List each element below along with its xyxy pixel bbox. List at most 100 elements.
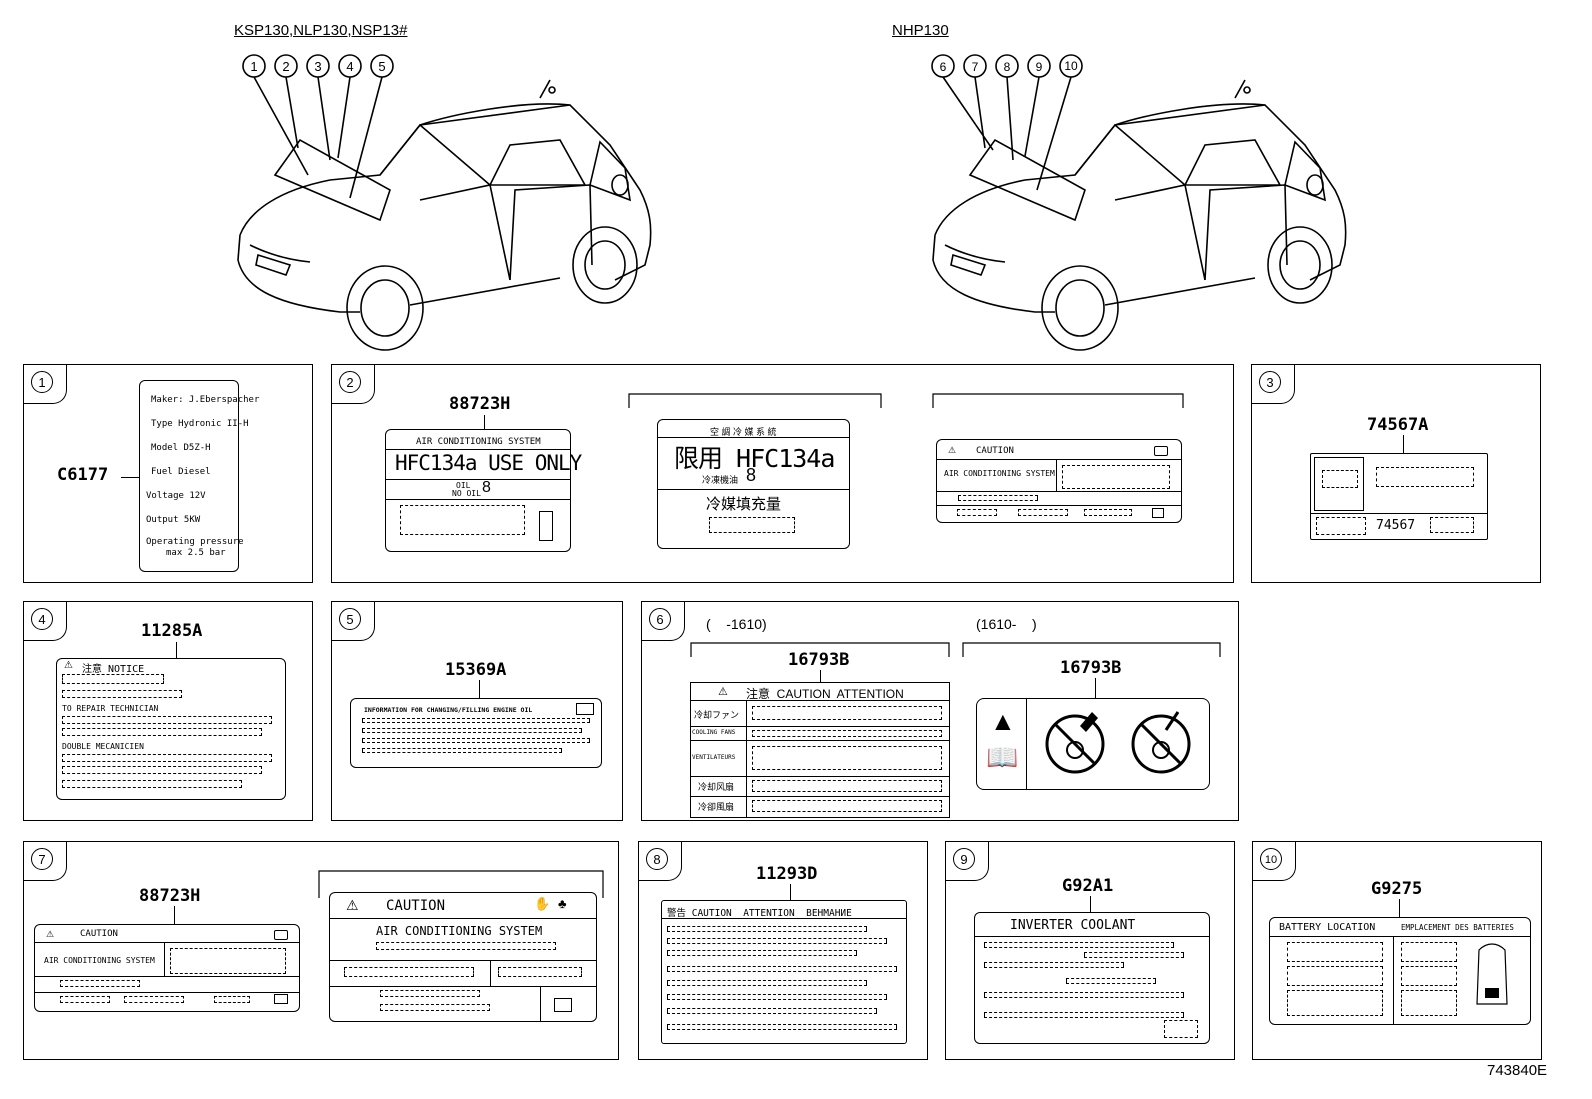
panel-2: 2 88723H AIR CONDITIONING SYSTEM HFC134a…	[331, 364, 1234, 583]
ac-label-nooil: NO OIL	[452, 489, 481, 498]
heater-line-2: Type Hydronic II-H	[151, 419, 249, 429]
svg-text:1: 1	[250, 59, 257, 74]
panel-7: 7 88723H ⚠ CAUTION AIR CONDITIONING SYST…	[23, 841, 619, 1060]
battery-location-label	[1269, 917, 1531, 1025]
heater-line-6: Output 5KW	[146, 515, 201, 525]
inverter-coolant-title: INVERTER COOLANT	[1010, 918, 1136, 933]
ac-caution-label-small	[34, 924, 300, 1012]
part-code-88723h-panel7: 88723H	[139, 886, 201, 906]
car-illustration-right: 6 7 8 9 10	[931, 54, 1347, 351]
callout-8: 8	[646, 848, 668, 870]
panel-8: 8 11293D 警告 CAUTION ATTENTION BEHMAHИE	[638, 841, 928, 1060]
callout-3: 3	[1259, 371, 1281, 393]
part-code-16793b-right: 16793B	[1060, 658, 1122, 678]
svg-text:6: 6	[940, 60, 947, 74]
ac-label-refrigerant: HFC134a USE ONLY	[395, 451, 582, 475]
part-code-g9275: G9275	[1371, 879, 1423, 899]
heater-label	[139, 380, 239, 572]
ac-label-oil: OIL	[456, 481, 471, 490]
callout-4: 4	[31, 608, 53, 630]
heater-line-3: Model D5Z-H	[151, 443, 211, 453]
part-code-88723h: 88723H	[449, 394, 511, 414]
heater-line-8: max 2.5 bar	[166, 548, 226, 558]
part-code-c6177: C6177	[57, 465, 109, 485]
large-caution-sys: AIR CONDITIONING SYSTEM	[376, 924, 543, 938]
small-caution-sys: AIR CONDITIONING SYSTEM	[44, 956, 155, 965]
model-heading-right: NHP130	[892, 22, 949, 39]
model-heading-left: KSP130,NLP130,NSP13#	[234, 22, 408, 39]
ac-label-chinese	[657, 419, 850, 549]
ac-caution-label-large	[329, 892, 597, 1022]
figure-id: 743840E	[1487, 1062, 1548, 1079]
cooling-fan-pictogram-label	[976, 698, 1210, 790]
battery-location-en: BATTERY LOCATION	[1279, 922, 1376, 933]
chinese-label-fill: 冷媒填充量	[706, 496, 782, 513]
svg-text:10: 10	[1064, 59, 1078, 73]
car-battery-icon	[1154, 446, 1168, 456]
fan-row-chinese-simplified: 冷却风扇	[698, 782, 735, 792]
part-code-11293d: 11293D	[756, 864, 818, 884]
part-code-15369a: 15369A	[445, 660, 507, 680]
panel-3: 3 74567A 74567	[1251, 364, 1541, 583]
fan-row-french: VENTILATEURS	[692, 754, 736, 761]
callout-10: 10	[1260, 848, 1282, 870]
manual-book-icon: 📖	[986, 742, 1019, 772]
small-caution-title: CAUTION	[80, 929, 118, 939]
ac-label-title: AIR CONDITIONING SYSTEM	[416, 437, 541, 447]
panel-1: 1 C6177 Maker: J.Eberspacher Type Hydron…	[23, 364, 313, 583]
svg-text:8: 8	[1004, 60, 1011, 74]
caution-11293d-title: 警告 CAUTION ATTENTION BEHMAHИE	[667, 908, 852, 919]
ac-caution-sys: AIR CONDITIONING SYSTEM	[944, 469, 1055, 478]
engine-oil-label	[350, 698, 602, 768]
callout-2: 2	[339, 371, 361, 393]
heater-line-4: Fuel Diesel	[151, 467, 211, 477]
callout-5: 5	[339, 608, 361, 630]
chinese-label-oil: 冷凍機油	[702, 475, 739, 485]
no-hand-fan-icon	[1045, 712, 1105, 774]
svg-text:5: 5	[378, 59, 385, 74]
heater-line-7: Operating pressure	[146, 537, 244, 547]
fan-row-chinese-traditional: 冷卻風扇	[698, 802, 735, 812]
panel-10: 10 G9275 BATTERY LOCATION EMPLACEMENT DE…	[1252, 841, 1542, 1060]
engine-caution-icon: ♣	[558, 896, 567, 911]
cooling-fan-caution-label	[690, 682, 950, 818]
panel-6: 6 ( -1610) (1610- ) 16793B 16793B ⚠ 注意 C…	[641, 601, 1239, 821]
part-code-g92a1: G92A1	[1062, 876, 1114, 896]
notice-label	[56, 658, 286, 800]
svg-text:2: 2	[282, 59, 289, 74]
date-range-left: ( -1610)	[706, 616, 767, 632]
fan-row-english: COOLING FANS	[692, 729, 736, 736]
date-range-right: (1610- )	[976, 616, 1037, 632]
svg-text:9: 9	[1036, 60, 1043, 74]
fan-row-japanese: 冷却ファン	[694, 710, 740, 720]
heater-line-1: Maker: J.Eberspacher	[151, 395, 260, 405]
caution-label-11293d	[661, 900, 907, 1044]
callout-1: 1	[31, 371, 53, 393]
no-tool-fan-icon	[1131, 711, 1191, 774]
callout-7: 7	[31, 848, 53, 870]
part-code-16793b-left: 16793B	[788, 650, 850, 670]
small-battery-icon	[274, 930, 288, 940]
notice-title: 注意 NOTICE	[82, 664, 145, 675]
chinese-label-top: 空 調 冷 媒 系 統	[710, 427, 777, 437]
inner-code-74567: 74567	[1376, 518, 1416, 533]
callout-6: 6	[649, 608, 671, 630]
svg-text:7: 7	[972, 60, 979, 74]
engine-oil-title: INFORMATION FOR CHANGING/FILLING ENGINE …	[364, 706, 533, 714]
battery-car-topview-icon	[1476, 943, 1508, 1005]
battery-location-fr: EMPLACEMENT DES BATTERIES	[1401, 923, 1514, 932]
svg-text:4: 4	[346, 59, 353, 74]
notice-line-technician: TO REPAIR TECHNICIAN	[62, 704, 159, 713]
panel-4: 4 11285A ⚠ 注意 NOTICE TO REPAIR TECHNICIA…	[23, 601, 313, 821]
panel-9: 9 G92A1 INVERTER COOLANT	[945, 841, 1235, 1060]
heater-line-5: Voltage 12V	[146, 491, 206, 501]
chinese-label-refrigerant: 限用 HFC134a	[674, 444, 835, 473]
cooling-fan-caution-title: 注意 CAUTION ATTENTION	[746, 687, 904, 701]
panel-5: 5 15369A INFORMATION FOR CHANGING/FILLIN…	[331, 601, 623, 821]
part-code-74567a: 74567A	[1367, 415, 1429, 435]
part-code-11285a: 11285A	[141, 621, 203, 641]
large-caution-title: CAUTION	[386, 898, 446, 914]
ac-caution-title: CAUTION	[976, 446, 1014, 456]
warning-triangle-icon: ▲	[990, 706, 1016, 736]
